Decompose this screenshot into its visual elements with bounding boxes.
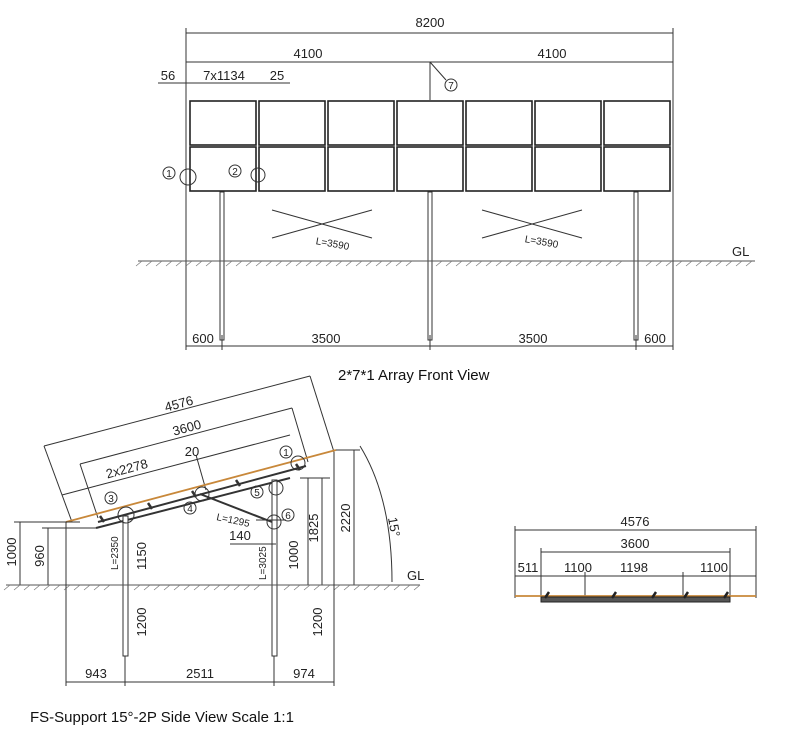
top-view: 4576 3600 511 1100 1198 1100 (514, 514, 757, 603)
callout-7: 7 (448, 81, 454, 92)
side-leg-front: L=2350 (110, 536, 121, 570)
top-dim-1100-a: 1100 (564, 560, 592, 575)
top-dim-rail: 3600 (621, 536, 650, 551)
side-dim-1000-right: 1000 (286, 541, 301, 570)
top-dim-511: 511 (518, 560, 539, 575)
front-view-caption: 2*7*1 Array Front View (338, 367, 490, 384)
side-callout-4: 4 (187, 504, 193, 515)
side-ground-label: GL (407, 568, 424, 583)
top-dim-total: 4576 (621, 514, 650, 529)
front-dim-bottom-left: 600 (192, 331, 214, 346)
front-brace-right: L=3590 (524, 234, 559, 251)
side-callout-5: 5 (254, 488, 260, 499)
side-view-caption: FS-Support 15°-2P Side View Scale 1:1 (30, 709, 294, 726)
side-callout-6: 6 (285, 511, 291, 522)
side-dim-1200-right: 1200 (310, 608, 325, 637)
front-callout-1: 1 (166, 169, 172, 180)
side-dim-974: 974 (293, 666, 315, 681)
side-dim-20: 20 (185, 444, 199, 459)
front-ground-label: GL (732, 244, 749, 259)
panel-grid (189, 100, 671, 192)
side-dim-rail: 3600 (171, 417, 203, 439)
side-callout-3: 3 (108, 494, 114, 505)
front-brace-left: L=3590 (315, 236, 350, 253)
top-dim-1198: 1198 (620, 560, 648, 575)
front-dim-bottom-right: 600 (644, 331, 666, 346)
front-dim-bottom-mid1: 3500 (312, 331, 341, 346)
side-dim-panel-length: 4576 (163, 393, 195, 415)
side-dim-943: 943 (85, 666, 107, 681)
front-dim-half-right: 4100 (538, 46, 567, 61)
side-callout-1: 1 (283, 448, 289, 459)
side-dim-1825: 1825 (306, 514, 321, 543)
top-dim-1100-b: 1100 (700, 560, 728, 575)
side-dim-2220: 2220 (338, 504, 353, 533)
side-angle: 15° (385, 516, 403, 538)
side-leg-rear: L=3025 (258, 546, 269, 580)
front-dim-total: 8200 (416, 15, 445, 30)
side-dim-1200-left: 1200 (134, 608, 149, 637)
front-dim-modules: 7x1134 (203, 68, 245, 83)
side-dim-1150: 1150 (134, 542, 149, 570)
front-view: 8200 4100 4100 56 7x1134 25 7 (135, 15, 755, 384)
side-view: 4576 3600 2x2278 20 1 (3, 375, 424, 726)
front-dim-edge: 56 (161, 68, 175, 83)
side-dim-2511: 2511 (186, 666, 214, 681)
front-callout-2: 2 (232, 167, 238, 178)
front-dim-bottom-mid2: 3500 (519, 331, 548, 346)
front-dim-half-left: 4100 (294, 46, 323, 61)
front-dim-gap: 25 (270, 68, 284, 83)
callout-7-circle (444, 78, 458, 92)
side-dim-1000-left: 1000 (4, 538, 19, 567)
side-dim-960: 960 (32, 545, 47, 567)
side-dim-140: 140 (229, 528, 251, 543)
